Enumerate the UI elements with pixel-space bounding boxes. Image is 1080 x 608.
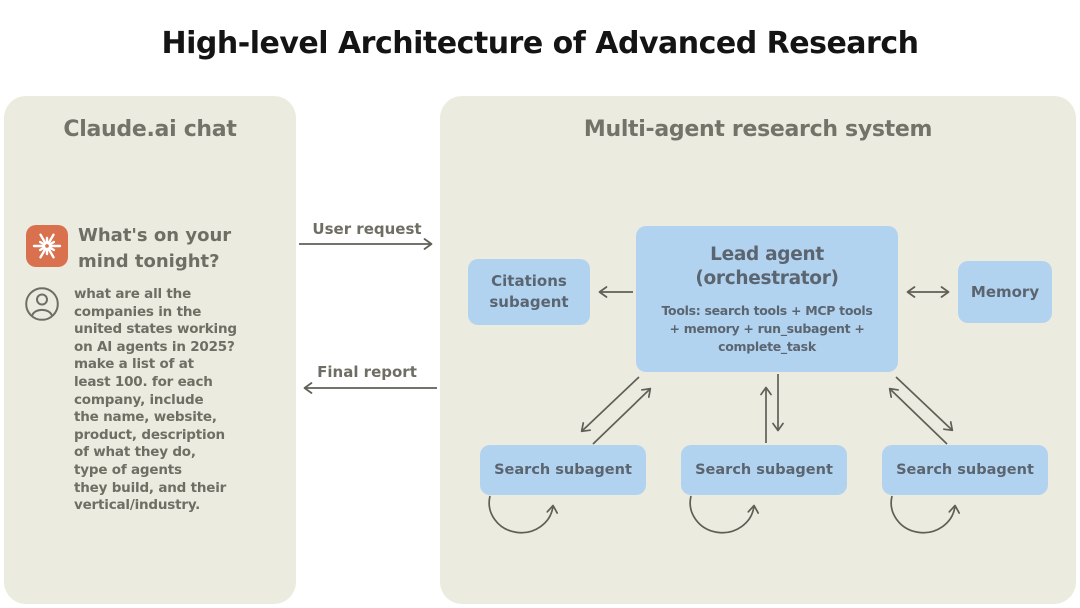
claude-spark-icon <box>26 225 68 267</box>
page-title: High-level Architecture of Advanced Rese… <box>161 26 919 61</box>
user-query: what are all the companies in the united… <box>74 286 237 515</box>
user-avatar-icon <box>25 287 59 321</box>
search-subagent-box-1: Search subagent <box>480 445 646 495</box>
search-subagent-box-3: Search subagent <box>882 445 1048 495</box>
claude-chat-panel: Claude.ai chat What's on your mind tonig… <box>4 96 296 604</box>
multi-agent-system-panel-title: Multi-agent research system <box>583 117 933 142</box>
lead-agent-tools-line: + memory + run_subagent + <box>669 320 865 336</box>
memory-box: Memory <box>958 261 1052 323</box>
citations-subagent-label-line: subagent <box>489 293 569 311</box>
user-query-line: least 100. for each <box>74 373 213 390</box>
user-query-line: on AI agents in 2025? <box>74 338 235 355</box>
memory-label: Memory <box>970 283 1040 301</box>
final-report-label: Final report <box>317 363 417 381</box>
claude-chat-panel-title: Claude.ai chat <box>63 117 237 142</box>
user-query-line: make a list of at <box>74 356 194 373</box>
citations-subagent-label-line: Citations <box>491 272 567 290</box>
user-query-line: what are all the <box>74 286 192 302</box>
lead-agent-tools-line: complete_task <box>718 338 816 354</box>
user-query-line: of what they do, <box>74 444 196 461</box>
user-query-line: company, include <box>74 391 204 408</box>
lead-agent-title: Lead agent (orchestrator) <box>695 243 839 291</box>
lead-agent-box: Lead agent (orchestrator) Tools: search … <box>636 226 898 372</box>
search-subagent-label: Search subagent <box>695 462 833 478</box>
user-query-line: type of agents <box>74 461 182 478</box>
citations-subagent-box: Citations subagent <box>468 259 590 325</box>
user-query-line: vertical/industry. <box>74 497 201 514</box>
lead-agent-tools: Tools: search tools + MCP tools + memory… <box>661 302 872 356</box>
user-request-label: User request <box>312 220 422 238</box>
lead-agent-title-line: (orchestrator) <box>695 267 839 289</box>
lead-agent-tools-line: Tools: search tools + MCP tools <box>661 302 873 318</box>
assistant-prompt: What's on your mind tonight? <box>78 223 231 275</box>
user-query-line: united states working <box>74 321 237 338</box>
user-query-line: product, description <box>74 426 225 443</box>
search-subagent-label: Search subagent <box>896 462 1034 478</box>
search-subagent-label: Search subagent <box>494 462 632 478</box>
user-query-line: companies in the <box>74 303 202 320</box>
assistant-prompt-line: What's on your <box>78 225 232 246</box>
user-query-line: the name, website, <box>74 409 217 426</box>
user-query-line: they build, and their <box>74 479 227 496</box>
lead-agent-title-line: Lead agent <box>710 243 824 265</box>
search-subagent-box-2: Search subagent <box>681 445 847 495</box>
assistant-prompt-line: mind tonight? <box>78 251 220 272</box>
